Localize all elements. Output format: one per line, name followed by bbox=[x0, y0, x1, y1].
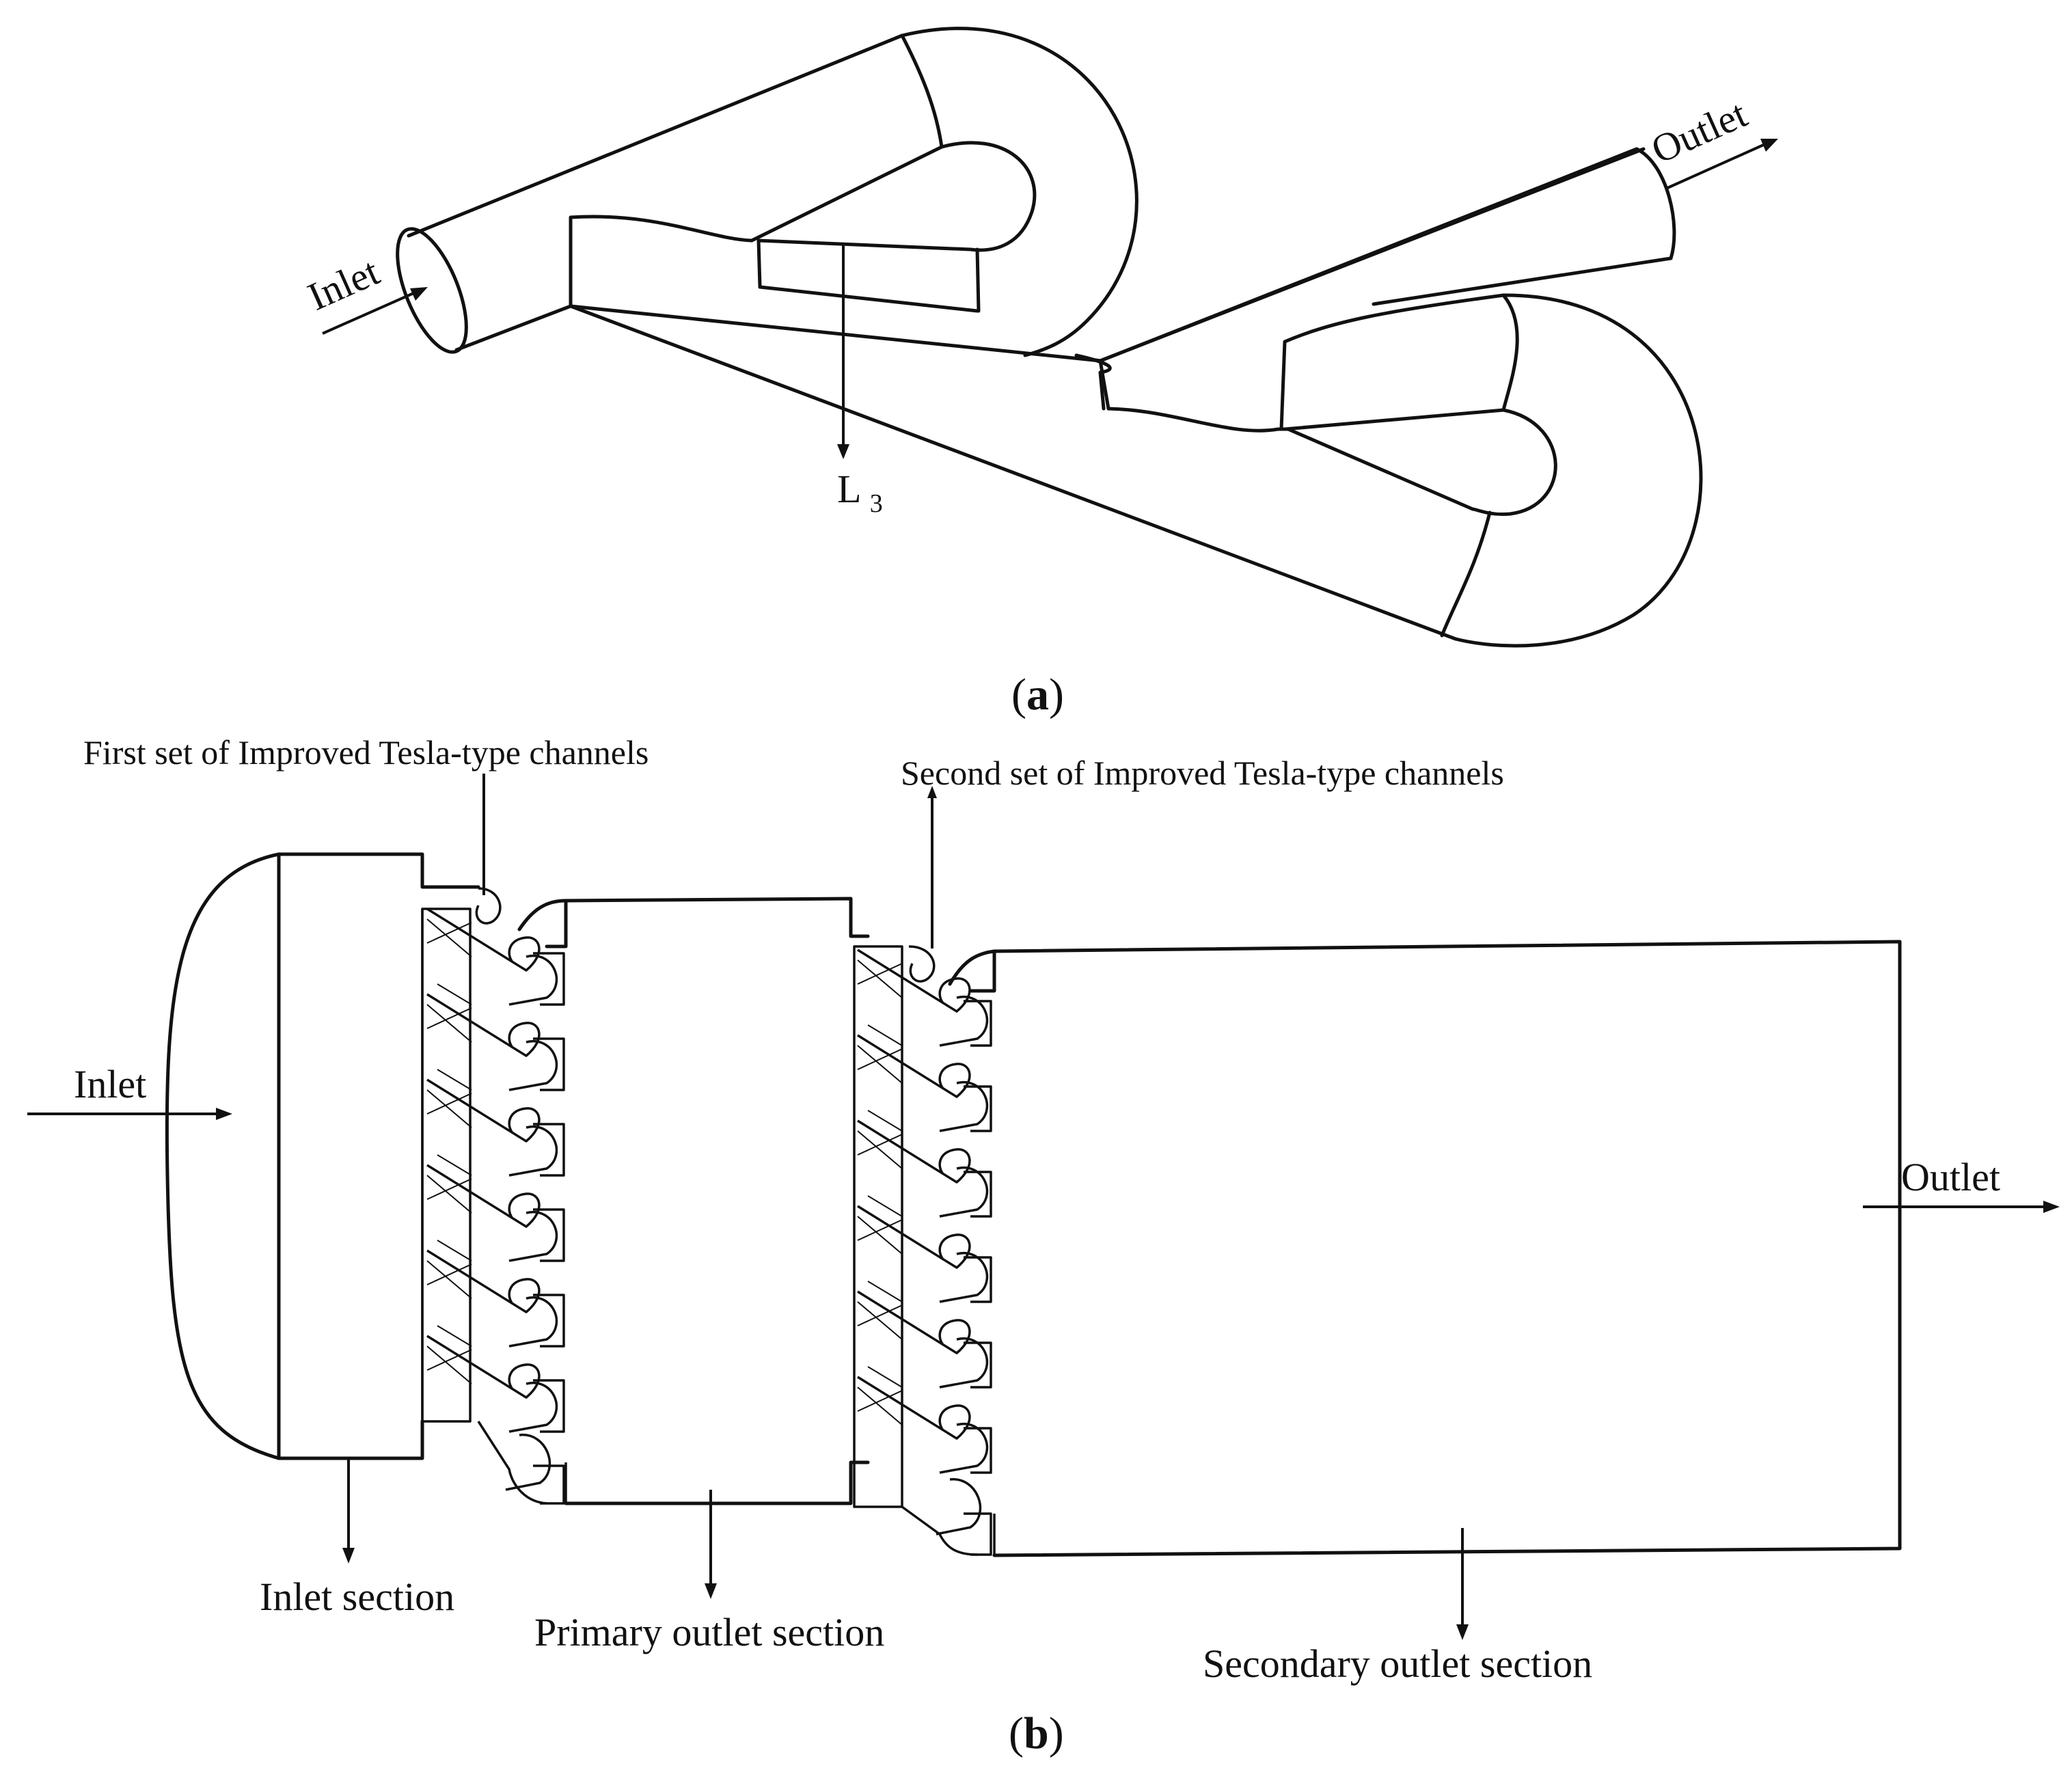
inlet-arrow-b bbox=[27, 1108, 232, 1120]
first-tesla-channel-set bbox=[421, 887, 565, 1505]
inlet-arrow-a bbox=[322, 287, 428, 335]
secondary-outlet-section bbox=[948, 940, 1902, 1557]
primary-outlet-label: Primary outlet section bbox=[534, 1610, 884, 1654]
panel-b-plan-view: First set of Improved Tesla-type channel… bbox=[27, 733, 2060, 1758]
second-tesla-channel-set bbox=[853, 945, 992, 1556]
inlet-label-a: Inlet bbox=[301, 249, 386, 319]
second-set-cells bbox=[857, 945, 989, 1556]
caption-b: (b) bbox=[1009, 1708, 1064, 1758]
dimension-arrow-l3 bbox=[837, 245, 849, 459]
dimension-main: L bbox=[837, 467, 860, 511]
second-set-leader bbox=[927, 786, 937, 949]
secondary-outlet-leader bbox=[1456, 1528, 1469, 1640]
outlet-arrow-a bbox=[1667, 139, 1778, 189]
outlet-label-a: Outlet bbox=[1645, 92, 1754, 172]
dimension-subscript: 3 bbox=[870, 489, 883, 518]
second-loop bbox=[1074, 147, 1703, 648]
primary-outlet-section bbox=[517, 897, 870, 1505]
inlet-section-label: Inlet section bbox=[260, 1574, 454, 1619]
secondary-outlet-label: Secondary outlet section bbox=[1203, 1641, 1592, 1686]
first-set-side-tabs bbox=[533, 952, 565, 1505]
first-set-hatching bbox=[426, 918, 472, 1384]
first-set-label: First set of Improved Tesla-type channel… bbox=[83, 733, 649, 772]
outlet-arrow-b bbox=[1863, 1201, 2060, 1213]
panel-a-3d-channel: Inlet Outlet L 3 (a) bbox=[301, 27, 1778, 720]
outlet-pipe bbox=[1098, 147, 1676, 363]
inlet-pipe bbox=[396, 33, 904, 354]
first-loop bbox=[569, 27, 1458, 641]
outlet-label-b: Outlet bbox=[1901, 1155, 2000, 1199]
inlet-section bbox=[165, 852, 480, 1460]
inlet-label-b: Inlet bbox=[74, 1062, 146, 1106]
inlet-section-leader bbox=[342, 1458, 355, 1564]
second-set-hatching bbox=[857, 959, 903, 1425]
dimension-label-l3: L 3 bbox=[837, 467, 883, 518]
second-set-label: Second set of Improved Tesla-type channe… bbox=[901, 754, 1504, 792]
first-set-cells bbox=[426, 887, 558, 1505]
caption-a: (a) bbox=[1011, 670, 1064, 720]
second-set-side-tabs bbox=[964, 1000, 992, 1556]
primary-outlet-leader bbox=[705, 1490, 717, 1599]
